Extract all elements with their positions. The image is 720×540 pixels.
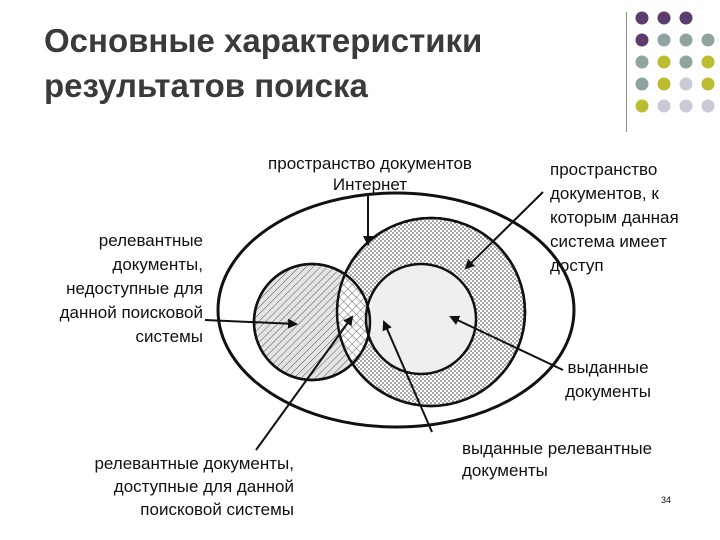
arrow-retrieved-relevant bbox=[382, 320, 433, 433]
dot-grid-row-3 bbox=[635, 55, 715, 69]
arrow-retrieved bbox=[449, 315, 564, 371]
arrow-accessible-space bbox=[464, 191, 544, 270]
retrieved-documents-circle bbox=[364, 262, 478, 376]
slide-title: Основные характеристики результатов поис… bbox=[44, 18, 604, 108]
label-internet-space: пространство документов Интернет bbox=[268, 154, 472, 194]
label-retrieved-relevant: выданные релевантные документы bbox=[462, 439, 653, 480]
label-accessible-space: пространство документов, к которым данна… bbox=[550, 160, 679, 275]
arrow-relevant-available bbox=[255, 315, 354, 451]
dot-grid-icon bbox=[635, 11, 715, 113]
dot-grid-row-2 bbox=[635, 33, 715, 47]
label-relevant-available: релевантные документы, доступные для дан… bbox=[94, 454, 294, 519]
title-line-1: Основные характеристики bbox=[44, 22, 483, 59]
label-relevant-unavailable: релевантные документы, недоступные для д… bbox=[59, 231, 203, 346]
title-line-2: результатов поиска bbox=[44, 67, 368, 104]
dot-grid-row-5 bbox=[635, 99, 715, 113]
dot-grid-row-1 bbox=[635, 11, 693, 25]
label-retrieved: выданные документы bbox=[565, 358, 651, 401]
vertical-divider bbox=[626, 12, 627, 132]
page-number: 34 bbox=[661, 495, 672, 505]
dot-grid-row-4 bbox=[635, 77, 715, 91]
arrow-relevant-unavailable bbox=[204, 318, 298, 329]
